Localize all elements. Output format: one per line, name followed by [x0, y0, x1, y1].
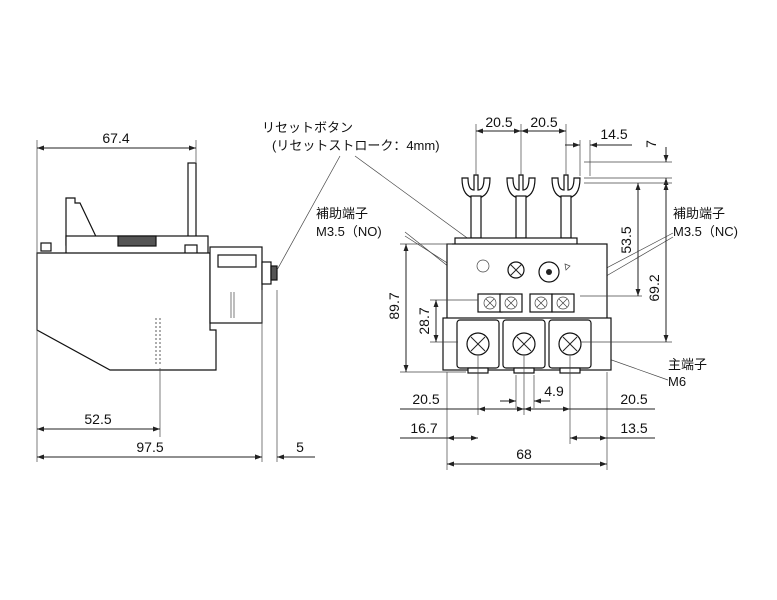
dim-52-5: 52.5: [84, 411, 111, 427]
dim-68: 68: [516, 446, 532, 462]
aux-terminals: [477, 293, 575, 313]
dim-67-4: 67.4: [102, 130, 129, 146]
dim-top-20-5-right: 20.5: [530, 114, 557, 130]
fork-terminal-1: [461, 174, 491, 239]
main-terminal-spec: M6: [668, 374, 686, 389]
dim-89-7: 89.7: [386, 292, 402, 319]
dim-97-5: 97.5: [136, 439, 163, 455]
dim-28-7: 28.7: [416, 307, 432, 334]
aux-no-spec: M3.5（NO): [316, 224, 382, 239]
reset-stroke-label: (リセットストローク：4mm): [272, 138, 440, 153]
callouts: リセットボタン (リセットストローク：4mm) 補助端子 M3.5（NO) 補助…: [262, 120, 738, 389]
dim-top-20-5-left: 20.5: [485, 114, 512, 130]
aux-nc-title: 補助端子: [673, 206, 725, 221]
main-terminal-title: 主端子: [668, 357, 707, 372]
main-terminals: [456, 319, 592, 369]
dim-69-2: 69.2: [646, 274, 662, 301]
dim-7: 7: [643, 140, 659, 148]
aux-no-title: 補助端子: [316, 206, 368, 221]
aux-nc-spec: M3.5（NC): [673, 224, 738, 239]
dim-4-9: 4.9: [544, 383, 564, 399]
reset-button-label: リセットボタン: [262, 120, 353, 135]
dim-14-5: 14.5: [600, 126, 627, 142]
dim-bottom-20-5-left: 20.5: [412, 391, 439, 407]
dim-53-5: 53.5: [618, 226, 634, 253]
fork-terminal-3: [551, 174, 581, 239]
dim-13-5: 13.5: [620, 420, 647, 436]
dim-bottom-20-5-right: 20.5: [620, 391, 647, 407]
dim-5: 5: [296, 439, 304, 455]
side-view: 67.4 52.5 97.5 5: [36, 130, 315, 462]
fork-terminal-2: [506, 174, 536, 239]
dim-16-7: 16.7: [410, 420, 437, 436]
front-view: 20.5 20.5 14.5 7 53.5 69.2 89.7 28.7: [386, 114, 672, 470]
